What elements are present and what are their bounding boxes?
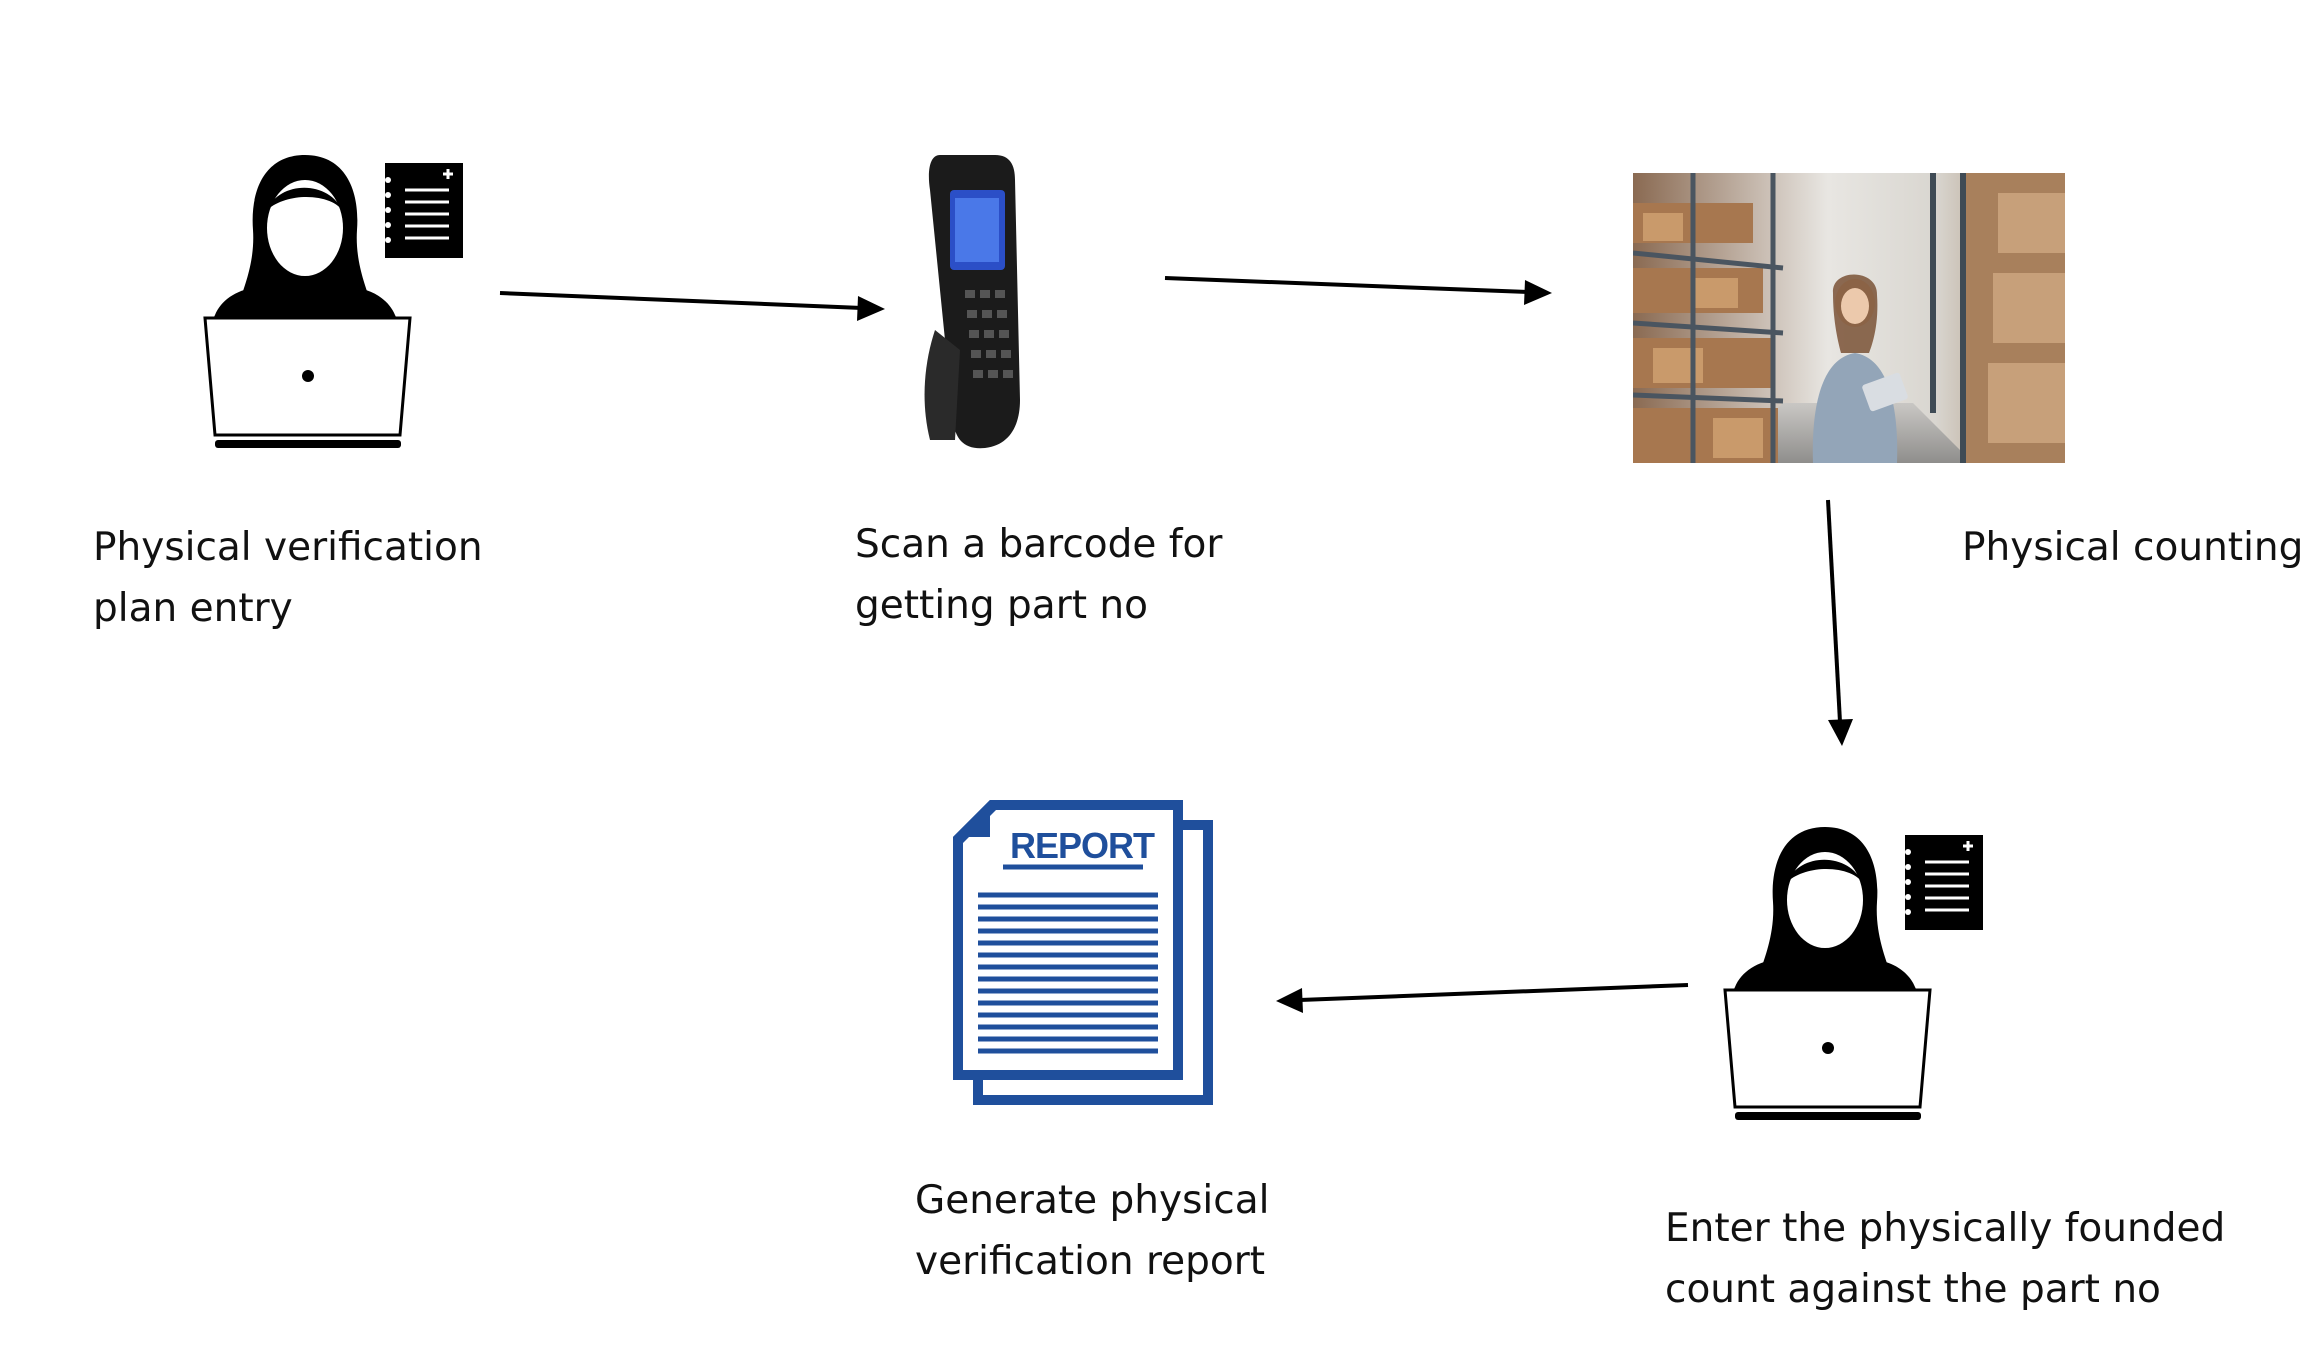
- person-laptop-icon: [203, 155, 463, 448]
- physical-counting-label: Physical counting: [1962, 517, 2303, 578]
- report-document-icon: [953, 800, 1213, 1105]
- arrow-plan-to-scan: [499, 291, 885, 321]
- enter-count-figure: [1715, 822, 1995, 1122]
- person-laptop-icon: [1723, 827, 1983, 1120]
- warehouse-photo: [1632, 173, 2065, 463]
- enter-count-label: Enter the physically founded count again…: [1665, 1198, 2225, 1320]
- generate-report-figure: REPORT: [948, 795, 1223, 1115]
- scan-barcode-label: Scan a barcode for getting part no: [855, 514, 1222, 636]
- scan-barcode-label-line-2: getting part no: [855, 583, 1148, 628]
- plan-entry-label-line-1: Physical verification: [93, 525, 483, 570]
- arrow-enter-to-report: [1276, 983, 1689, 1013]
- generate-report-label: Generate physical verification report: [915, 1170, 1269, 1292]
- generate-report-label-line-2: verification report: [915, 1239, 1266, 1284]
- physical-counting-label-line-1: Physical counting: [1962, 525, 2304, 570]
- enter-count-label-line-1: Enter the physically founded: [1665, 1206, 2226, 1251]
- barcode-scanner-icon: [924, 155, 1020, 449]
- arrow-scan-to-counting: [1164, 276, 1552, 305]
- generate-report-label-line-1: Generate physical: [915, 1178, 1270, 1223]
- scan-barcode-figure: [915, 150, 1055, 455]
- plan-entry-figure: [195, 150, 475, 450]
- warehouse-photo-image: [1632, 173, 2065, 463]
- enter-count-label-line-2: count against the part no: [1665, 1267, 2161, 1312]
- report-doc-title: REPORT: [1010, 825, 1155, 866]
- plan-entry-label-line-2: plan entry: [93, 586, 293, 631]
- arrow-counting-to-enter: [1826, 499, 1853, 746]
- scan-barcode-label-line-1: Scan a barcode for: [855, 522, 1223, 567]
- plan-entry-label: Physical verification plan entry: [93, 517, 483, 639]
